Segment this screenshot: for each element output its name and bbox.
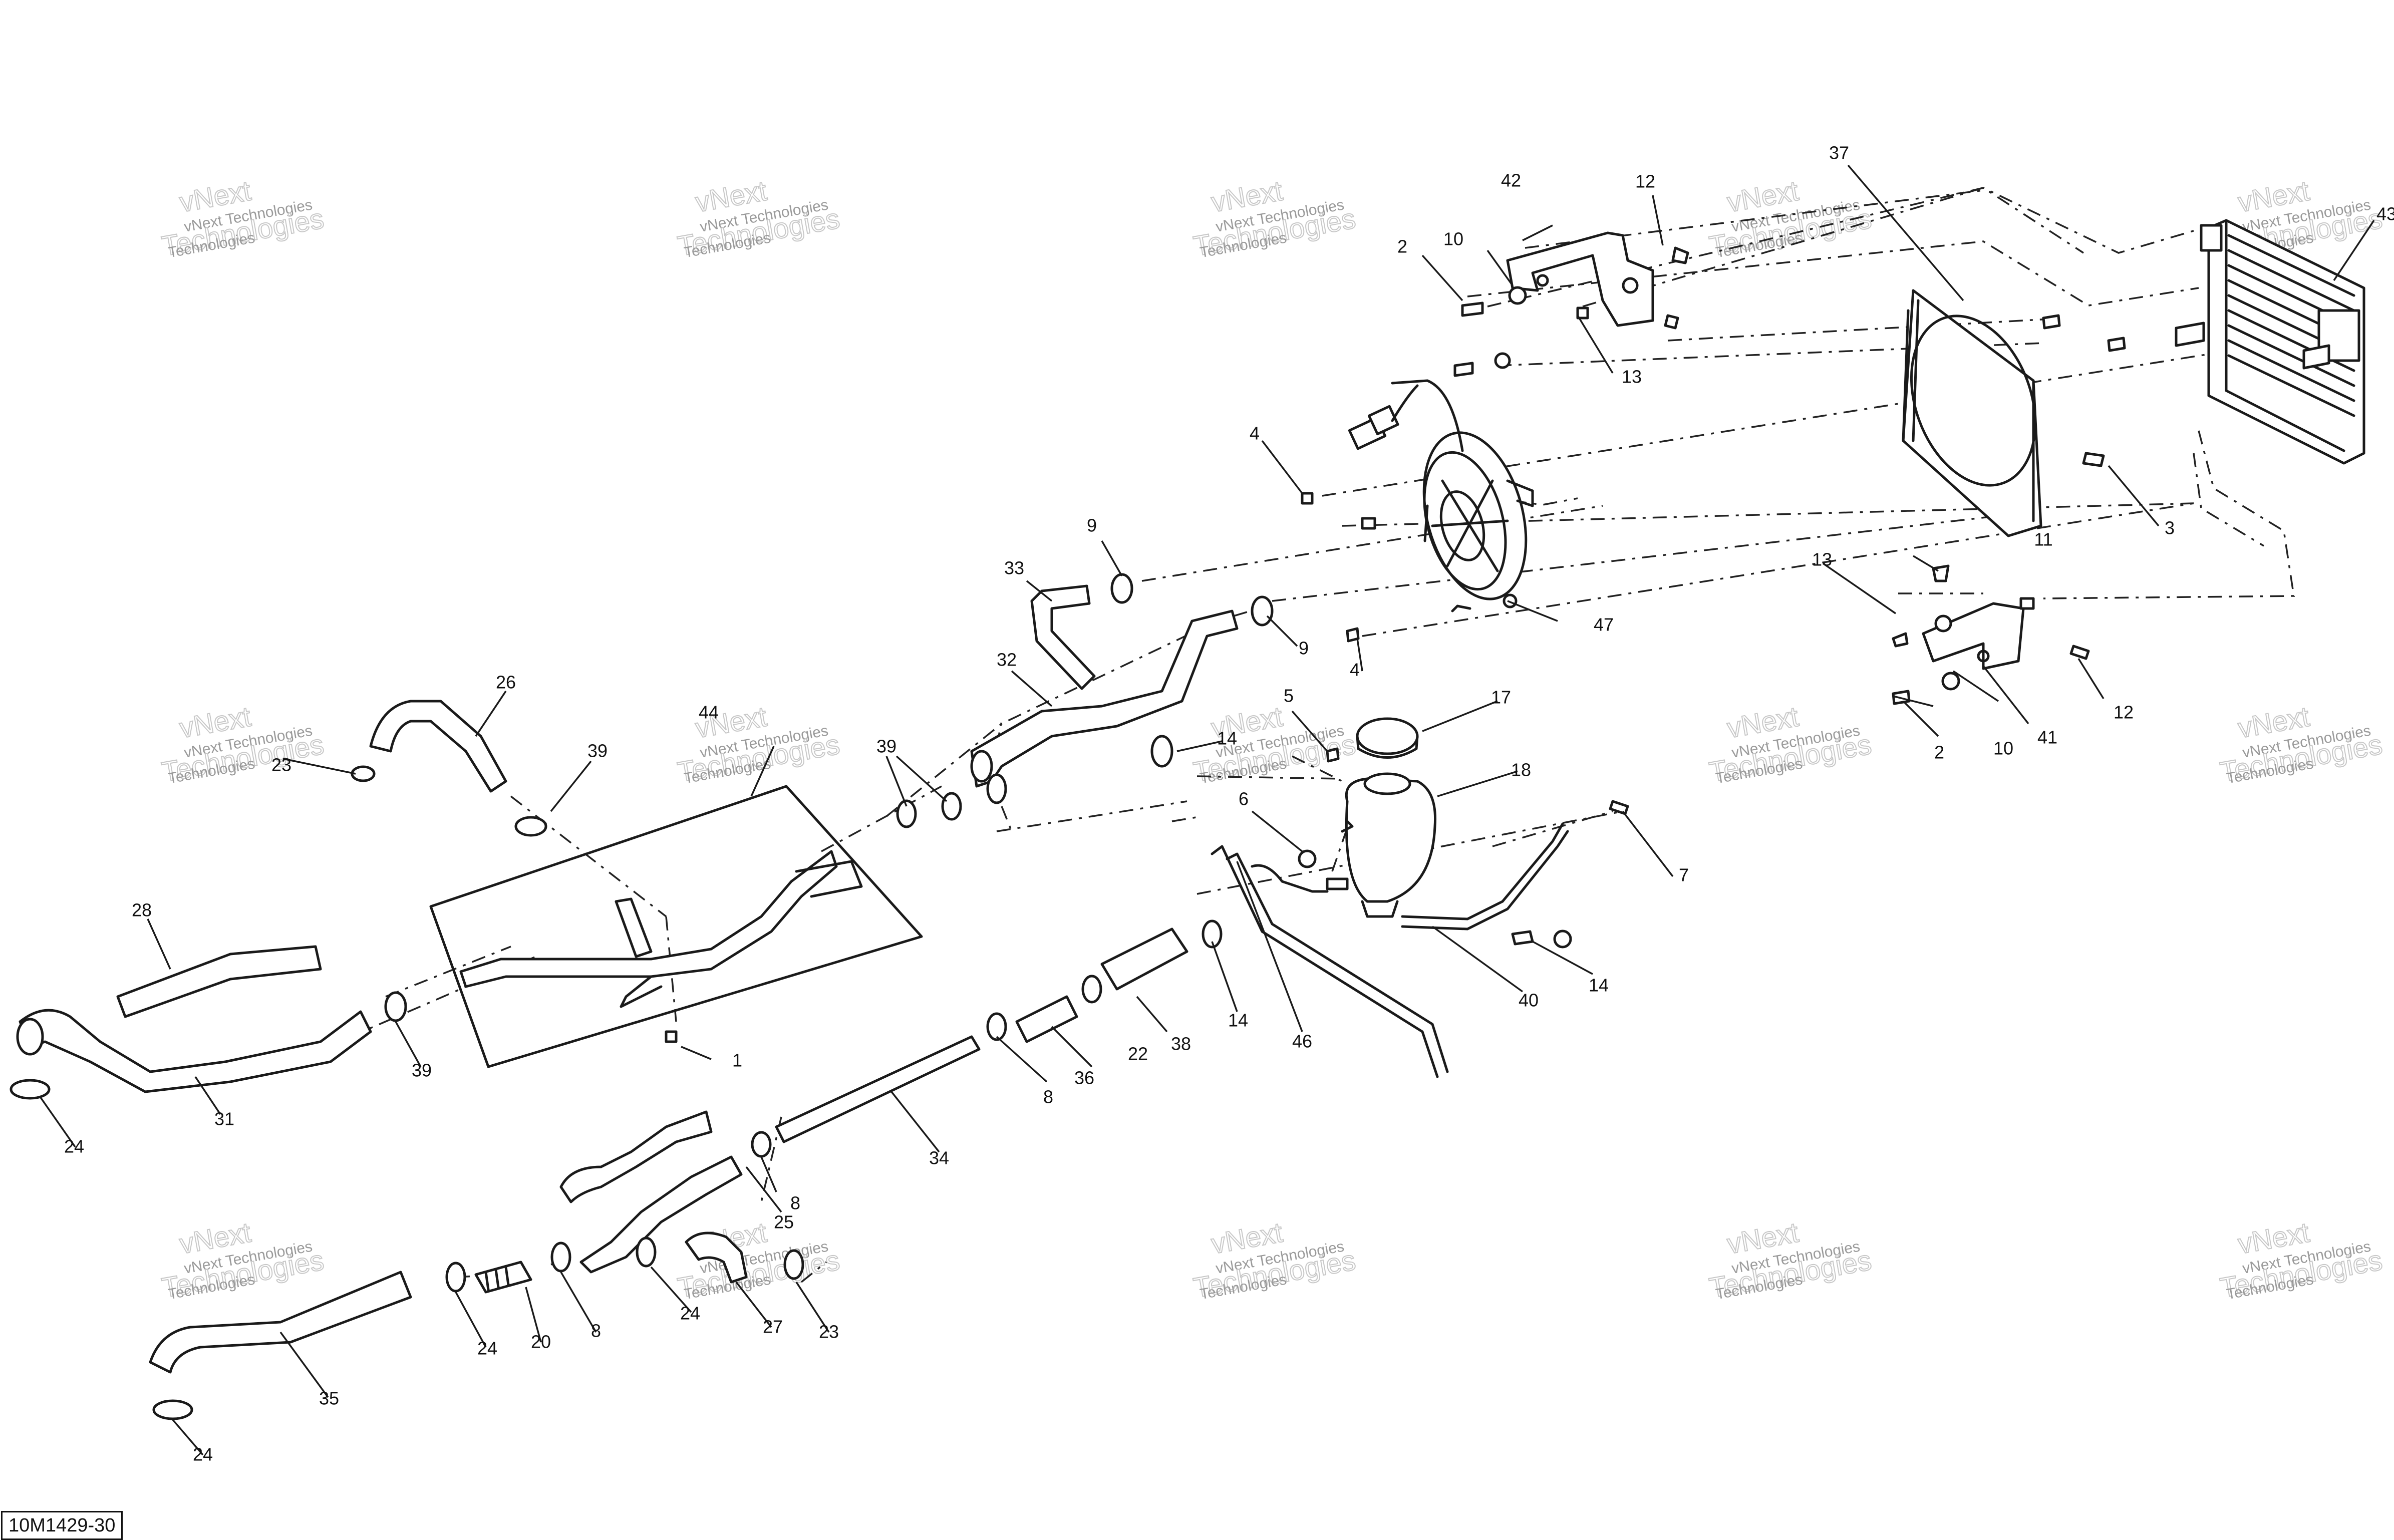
callout-20: 20: [531, 1332, 551, 1352]
callout-12: 12: [2114, 702, 2134, 723]
callout-11: 11: [2034, 529, 2052, 550]
elbow-27-part: [685, 1231, 748, 1284]
overflow-hose-part: [1401, 822, 1564, 920]
callout-8: 8: [591, 1321, 601, 1341]
callout-8: 8: [1043, 1087, 1053, 1107]
callout-labels: 1 2 2 3 4 4 5 6 7 8 8 8 9 9 10 10 11 12 …: [64, 143, 2394, 1465]
callout-14: 14: [1589, 975, 1609, 996]
callout-10: 10: [1443, 229, 1463, 249]
callout-7: 7: [1679, 865, 1689, 885]
callout-38: 38: [1171, 1034, 1191, 1054]
callout-24: 24: [193, 1444, 213, 1465]
callout-22: 22: [1128, 1044, 1148, 1064]
callout-13: 13: [1622, 367, 1642, 387]
callout-35: 35: [319, 1388, 339, 1409]
callout-32: 32: [997, 650, 1017, 670]
hose-26-part: [369, 700, 507, 793]
callout-26: 26: [496, 672, 516, 693]
callout-23: 23: [271, 755, 291, 775]
callout-23: 23: [819, 1322, 839, 1342]
hose-28-part: [116, 945, 322, 1018]
callout-43: 43: [2376, 204, 2394, 224]
callout-3: 3: [2165, 518, 2175, 538]
coolant-reservoir-part: [1326, 717, 1437, 918]
callout-33: 33: [1004, 558, 1024, 578]
callout-44: 44: [699, 702, 719, 723]
callout-14: 14: [1228, 1010, 1248, 1031]
coolant-pipe-44-part: [459, 850, 863, 1008]
callout-24: 24: [680, 1303, 700, 1324]
callout-4: 4: [1250, 423, 1260, 444]
callout-28: 28: [132, 900, 152, 920]
fastener-parts: [665, 246, 2126, 1043]
upper-bracket-part: [1494, 231, 1654, 369]
callout-10: 10: [1993, 738, 2013, 759]
hose-35-part: [149, 1271, 412, 1374]
callout-8: 8: [790, 1193, 800, 1213]
callout-42: 42: [1501, 170, 1521, 191]
callout-9: 9: [1299, 638, 1309, 659]
callout-37: 37: [1829, 143, 1849, 163]
callout-leader-lines: [39, 164, 2375, 1456]
hose-36-part: [1015, 995, 1078, 1043]
callout-4: 4: [1350, 660, 1360, 680]
callout-13: 13: [1812, 549, 1832, 570]
callout-27: 27: [763, 1317, 783, 1337]
parts-layer: [10, 219, 2365, 1420]
pipe-34-part: [775, 1035, 981, 1143]
fan-assembly-part: [1348, 379, 1534, 612]
fan-shroud-part: [1902, 289, 2042, 537]
callout-12: 12: [1635, 171, 1655, 192]
callout-2: 2: [1397, 236, 1407, 257]
pipe-assembly-box: [429, 785, 923, 1068]
callout-6: 6: [1239, 789, 1249, 809]
hose-38-part: [1100, 928, 1188, 991]
callout-31: 31: [214, 1109, 234, 1129]
callout-1: 1: [732, 1050, 742, 1071]
callout-41: 41: [2037, 727, 2057, 748]
tee-fitting-20-part: [474, 1261, 532, 1294]
lower-bracket-part: [1922, 602, 2025, 691]
callout-18: 18: [1511, 760, 1531, 780]
callout-39: 39: [587, 741, 608, 761]
hose-clamps: [10, 573, 1572, 1420]
callout-24: 24: [64, 1136, 84, 1157]
callout-24: 24: [477, 1338, 497, 1359]
reservoir-hose-part: [1211, 845, 1449, 1078]
callout-36: 36: [1074, 1068, 1094, 1088]
drawing-reference-number: 10M1429-30: [1, 1511, 123, 1540]
callout-17: 17: [1491, 687, 1511, 708]
callout-14: 14: [1217, 728, 1237, 749]
callout-39: 39: [412, 1060, 432, 1081]
hose-31-part: [19, 1009, 372, 1093]
hose-33-part: [1030, 584, 1096, 690]
callout-39: 39: [876, 736, 896, 757]
callout-9: 9: [1087, 515, 1097, 536]
callout-40: 40: [1519, 990, 1539, 1011]
hose-25-part: [559, 1110, 713, 1203]
callout-34: 34: [929, 1148, 949, 1168]
radiator-part: [2175, 219, 2365, 465]
callout-47: 47: [1594, 614, 1614, 635]
callout-25: 25: [774, 1212, 794, 1233]
callout-2: 2: [1934, 742, 1944, 763]
callout-46: 46: [1292, 1031, 1312, 1052]
callout-5: 5: [1284, 686, 1294, 706]
